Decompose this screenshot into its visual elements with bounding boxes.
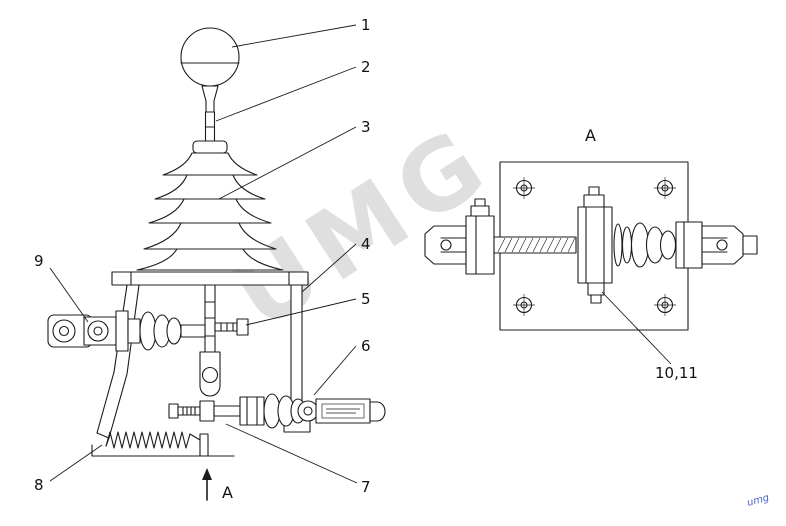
callout-label: 10,11 [655,364,698,382]
mounting-bracket [111,271,311,433]
callout-label: 7 [361,478,371,496]
callout-8: 8 [34,444,103,494]
right-block [675,221,703,269]
callout-label: 6 [361,337,371,355]
left-block [465,198,495,275]
callout-label: 9 [34,252,44,270]
callout-label: 2 [361,58,371,76]
callout-label: 1 [361,16,371,34]
view-a-label: A [585,126,596,145]
callout-4: 4 [301,235,371,293]
section-arrow-label: A [222,483,233,502]
callout-3: 3 [218,118,371,200]
return-spring [91,431,235,457]
ball-knob [180,27,240,87]
signature-text: umg [746,492,771,508]
threaded-rod [493,236,577,254]
callout-9: 9 [34,252,89,323]
callout-label: 3 [361,118,371,136]
lower-tie-rod [168,393,386,429]
section-arrow: A [202,468,233,502]
rubber-bellows [136,140,284,271]
main-assembly: A [47,27,386,502]
bolt-hole-bottom-left [513,294,535,316]
right-bellows [613,222,677,268]
bolt-hole-bottom-right [654,294,676,316]
view-a: A [424,126,758,331]
callout-10-11: 10,11 [601,291,698,382]
center-clamp-block [577,186,613,304]
callout-1: 1 [231,16,371,48]
callout-7: 7 [225,423,371,496]
center-rod [199,284,221,397]
right-fork-end [701,225,758,265]
callout-label: 8 [34,476,44,494]
bolt-hole-top-left [513,177,535,199]
view-a-tie-rod [424,186,758,304]
callout-6: 6 [313,337,371,396]
callout-5: 5 [245,290,371,326]
thread-hatching [497,237,576,253]
left-fork-end [424,225,467,265]
callout-2: 2 [215,58,371,122]
callout-label: 4 [361,235,371,253]
bolt-hole-top-right [654,177,676,199]
signature-watermark: umg [746,492,771,508]
callouts: 1 2 3 4 5 6 7 8 [34,16,698,496]
adjuster-bolt [214,318,249,336]
lever-stem [201,85,219,146]
left-ball-joint [47,310,206,352]
bent-lever-arm [96,284,140,439]
callout-label: 5 [361,290,371,308]
